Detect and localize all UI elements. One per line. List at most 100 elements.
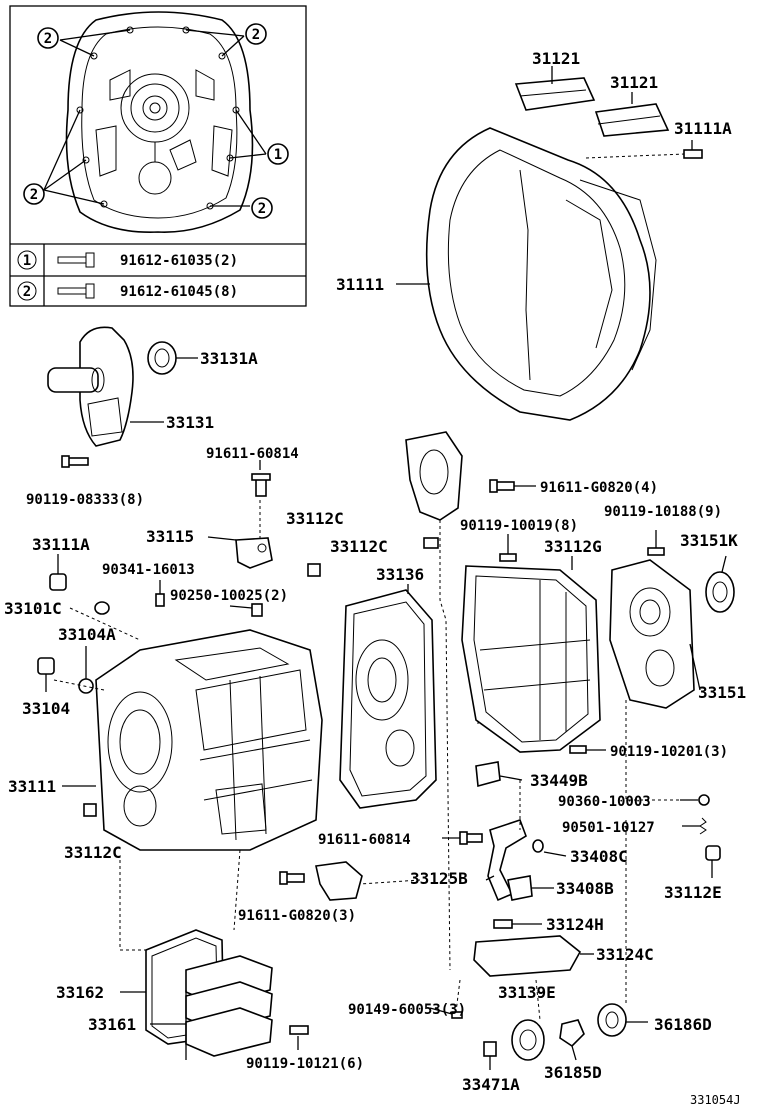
svg-text:91612-61035(2): 91612-61035(2) xyxy=(120,253,238,269)
assembly-guides xyxy=(53,520,680,1021)
retainer-33151 xyxy=(609,559,701,709)
bolt-91611-60814-top xyxy=(251,460,271,540)
screw-90149-60053 xyxy=(429,1007,463,1019)
oil-seal-33131A xyxy=(147,341,198,375)
bolt-90119-10201 xyxy=(569,745,606,754)
label-33151K: 33151K xyxy=(680,531,738,550)
bracket-33449B xyxy=(475,761,523,788)
label-31111-bell: 31111 xyxy=(336,275,384,294)
label-33136: 33136 xyxy=(376,565,424,584)
label-33124C: 33124C xyxy=(596,945,654,964)
label-33112C-a: 33112C xyxy=(286,509,344,528)
spring-90501-10127 xyxy=(682,817,707,835)
extension-cover-33131 xyxy=(47,326,164,447)
sensor-33125B xyxy=(485,818,527,902)
label-91611-G0820-4: 91611-G0820(4) xyxy=(540,480,658,496)
inset-callout-2-left: 2 xyxy=(23,183,45,205)
washer-33101C xyxy=(94,601,110,615)
svg-text:2: 2 xyxy=(258,201,266,217)
transmission-case-33111 xyxy=(62,629,323,851)
svg-text:2: 2 xyxy=(23,284,31,300)
label-33139E: 33139E xyxy=(498,983,556,1002)
label-31121-a: 31121 xyxy=(532,49,580,68)
pin-90250-10025 xyxy=(229,603,263,617)
label-33112E: 33112E xyxy=(664,883,722,902)
bolt-icon xyxy=(57,252,95,268)
bolt-91611-60814-mid xyxy=(442,831,483,845)
oil-seal-33151K xyxy=(705,555,735,613)
label-33111-case: 33111 xyxy=(8,777,56,796)
label-90119-08333: 90119-08333(8) xyxy=(26,492,144,508)
label-33111A-left: 33111A xyxy=(32,535,90,554)
label-31111A-top: 31111A xyxy=(674,119,732,138)
label-90119-10201: 90119-10201(3) xyxy=(610,744,728,760)
plug-33104 xyxy=(37,657,55,692)
label-33101C: 33101C xyxy=(4,599,62,618)
inset-callout-2-bottom: 2 xyxy=(251,197,273,219)
inset-callout-2-top-right: 2 xyxy=(245,23,267,45)
label-90360-10003: 90360-10003 xyxy=(558,794,651,810)
label-33124H: 33124H xyxy=(546,915,604,934)
gear-33471A xyxy=(483,1041,497,1070)
svg-text:1: 1 xyxy=(23,253,31,269)
label-33161: 33161 xyxy=(88,1015,136,1034)
label-90341-16013: 90341-16013 xyxy=(102,562,195,578)
label-33131: 33131 xyxy=(166,413,214,432)
label-90250-10025: 90250-10025(2) xyxy=(170,588,288,604)
bearing-33471A-ring xyxy=(511,1019,545,1061)
label-33408B: 33408B xyxy=(556,879,614,898)
bolt-90119-10121 xyxy=(289,1025,309,1050)
bolt-91611-G0820-4 xyxy=(489,479,536,493)
lever-33115 xyxy=(207,536,273,569)
bearing-36186D xyxy=(597,1003,648,1037)
label-90149-60053: 90149-60053(3) xyxy=(348,1002,466,1018)
bolt-33124H xyxy=(493,919,542,929)
bell-housing-31111 xyxy=(396,127,657,421)
label-33115: 33115 xyxy=(146,527,194,546)
label-90119-10121: 90119-10121(6) xyxy=(246,1056,364,1072)
retainer-top-bracket xyxy=(405,431,463,521)
svg-text:2: 2 xyxy=(30,187,38,203)
cover-33124C xyxy=(473,935,594,977)
label-36186D: 36186D xyxy=(654,1015,712,1034)
label-91611-60814-mid: 91611-60814 xyxy=(318,832,411,848)
label-90119-10019: 90119-10019(8) xyxy=(460,518,578,534)
label-33112C-b: 33112C xyxy=(330,537,388,556)
intermediate-plate-33136 xyxy=(339,584,437,809)
bolt-91611-G0820-3 xyxy=(279,871,305,885)
label-33449B: 33449B xyxy=(530,771,588,790)
plug-90341-16013 xyxy=(155,580,165,607)
svg-text:91612-61045(8): 91612-61045(8) xyxy=(120,284,238,300)
cover-31121-a xyxy=(514,66,596,111)
svg-text:2: 2 xyxy=(252,27,260,43)
bracket-91611-G0820-part xyxy=(315,861,363,901)
label-90501-10127: 90501-10127 xyxy=(562,820,655,836)
extension-housing-33112G xyxy=(461,556,601,753)
pin-33112C-b xyxy=(83,803,97,817)
pin-33112C-a xyxy=(307,563,321,577)
svg-text:2: 2 xyxy=(44,31,52,47)
inset-callout-2-top-left: 2 xyxy=(37,27,59,49)
label-33162: 33162 xyxy=(56,983,104,1002)
label-33151: 33151 xyxy=(698,683,746,702)
svg-text:1: 1 xyxy=(274,147,282,163)
label-33408C: 33408C xyxy=(570,847,628,866)
plug-33111A-left xyxy=(49,554,67,591)
plug-33112E xyxy=(705,845,721,878)
label-91611-G0820-3: 91611-G0820(3) xyxy=(238,908,356,924)
sensor-33408B xyxy=(507,875,554,901)
inset-legend-row-2: 2 91612-61045(8) xyxy=(17,281,238,301)
inset-legend-row-1: 1 91612-61035(2) xyxy=(17,250,238,270)
label-36185D: 36185D xyxy=(544,1063,602,1082)
label-33112G: 33112G xyxy=(544,537,602,556)
label-31121-b: 31121 xyxy=(610,73,658,92)
label-33125B: 33125B xyxy=(410,869,468,888)
cover-31121-b xyxy=(594,92,670,137)
label-91611-60814-top: 91611-60814 xyxy=(206,446,299,462)
label-90119-10188: 90119-10188(9) xyxy=(604,504,722,520)
gear-36185D xyxy=(559,1019,585,1061)
label-33471A: 33471A xyxy=(462,1075,520,1094)
label-33131A: 33131A xyxy=(200,349,258,368)
